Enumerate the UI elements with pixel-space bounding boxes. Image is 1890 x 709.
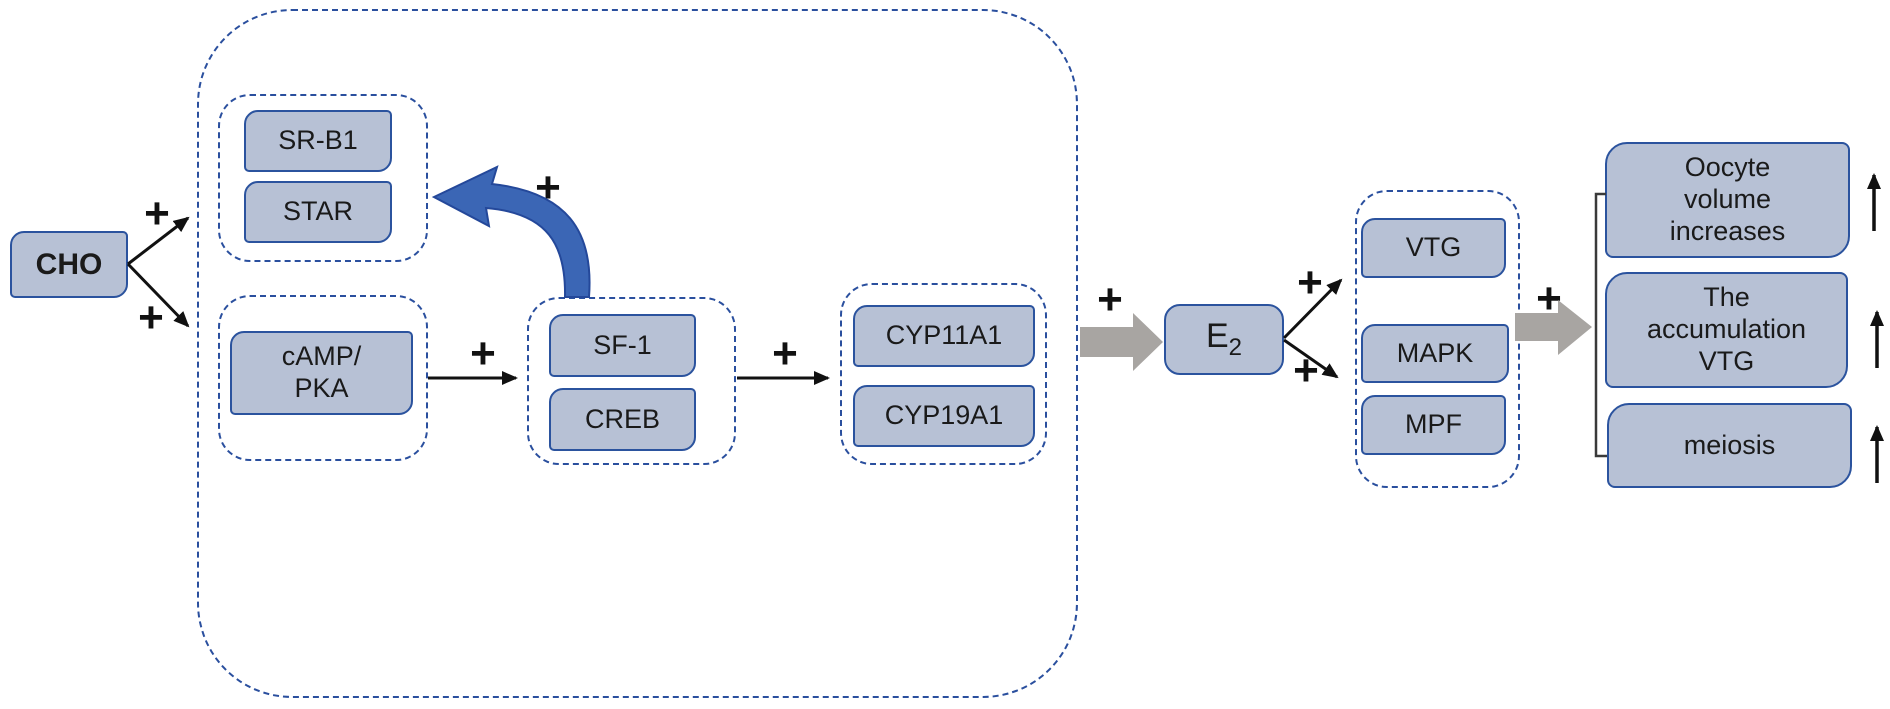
node-cyp19a1: CYP19A1 [853, 385, 1035, 447]
node-creb-label: CREB [584, 403, 660, 434]
plus-camp-to-sf1: + [470, 329, 496, 378]
plus-cho-to-srb1: + [144, 189, 170, 238]
group-srb1-star [218, 94, 428, 262]
node-vtg-accumulation: The accumulation VTG [1605, 272, 1848, 388]
node-mpf-label: MPF [1405, 409, 1462, 440]
node-star-label: STAR [282, 196, 353, 227]
node-cyp11a1: CYP11A1 [853, 305, 1035, 367]
node-camp-pka: cAMP/ PKA [230, 331, 413, 415]
plus-cho-to-camp: + [138, 293, 164, 342]
oocyte-line3: increases [1669, 215, 1786, 246]
group-camp-pka [218, 295, 428, 461]
node-camp-label-line1: cAMP/ [281, 341, 362, 372]
node-cyp11a1-label: CYP11A1 [885, 320, 1003, 351]
node-camp-pka-label: cAMP/ PKA [282, 341, 362, 405]
steroidogenesis-container [197, 9, 1078, 698]
plus-e2-to-mpf: + [1293, 346, 1319, 395]
accum-line1: The [1703, 282, 1750, 313]
node-sf-1: SF-1 [549, 314, 696, 377]
group-cyp [840, 283, 1047, 465]
node-cyp19a1-label: CYP19A1 [884, 400, 1004, 431]
plus-feedback: + [535, 163, 561, 212]
node-cho-label: CHO [35, 247, 103, 281]
node-star: STAR [244, 181, 392, 243]
plus-to-e2: + [1097, 275, 1123, 324]
node-camp-label-line2: PKA [294, 373, 349, 403]
node-mpf: MPF [1361, 395, 1506, 455]
node-mapk-label: MAPK [1396, 337, 1474, 368]
node-oocyte-volume-label: Oocyte volume increases [1670, 152, 1786, 248]
node-sr-b1: SR-B1 [244, 110, 392, 172]
oocyte-line2: volume [1683, 184, 1772, 215]
node-sf-1-label: SF-1 [593, 329, 652, 360]
accum-line2: accumulation [1646, 314, 1807, 345]
plus-e2-to-vtg: + [1297, 258, 1323, 307]
node-creb: CREB [549, 388, 696, 451]
plus-sf1-to-cyp: + [772, 329, 798, 378]
node-meiosis: meiosis [1607, 403, 1852, 488]
node-e2-label: E2 [1206, 316, 1242, 362]
node-vtg-label: VTG [1405, 232, 1462, 263]
node-mapk: MAPK [1361, 324, 1509, 383]
node-cho: CHO [10, 231, 128, 298]
plus-to-outcomes: + [1536, 274, 1562, 323]
node-meiosis-label: meiosis [1683, 429, 1776, 460]
node-e2-subscript: 2 [1228, 334, 1243, 362]
node-vtg-accumulation-label: The accumulation VTG [1647, 282, 1806, 378]
node-e2: E2 [1164, 304, 1284, 375]
group-sf1-creb [527, 297, 736, 465]
node-oocyte-volume: Oocyte volume increases [1605, 142, 1850, 258]
node-e2-base: E [1205, 317, 1229, 356]
accum-line3: VTG [1698, 345, 1755, 376]
node-sr-b1-label: SR-B1 [278, 125, 358, 156]
node-vtg: VTG [1361, 218, 1506, 278]
oocyte-line1: Oocyte [1684, 152, 1771, 183]
